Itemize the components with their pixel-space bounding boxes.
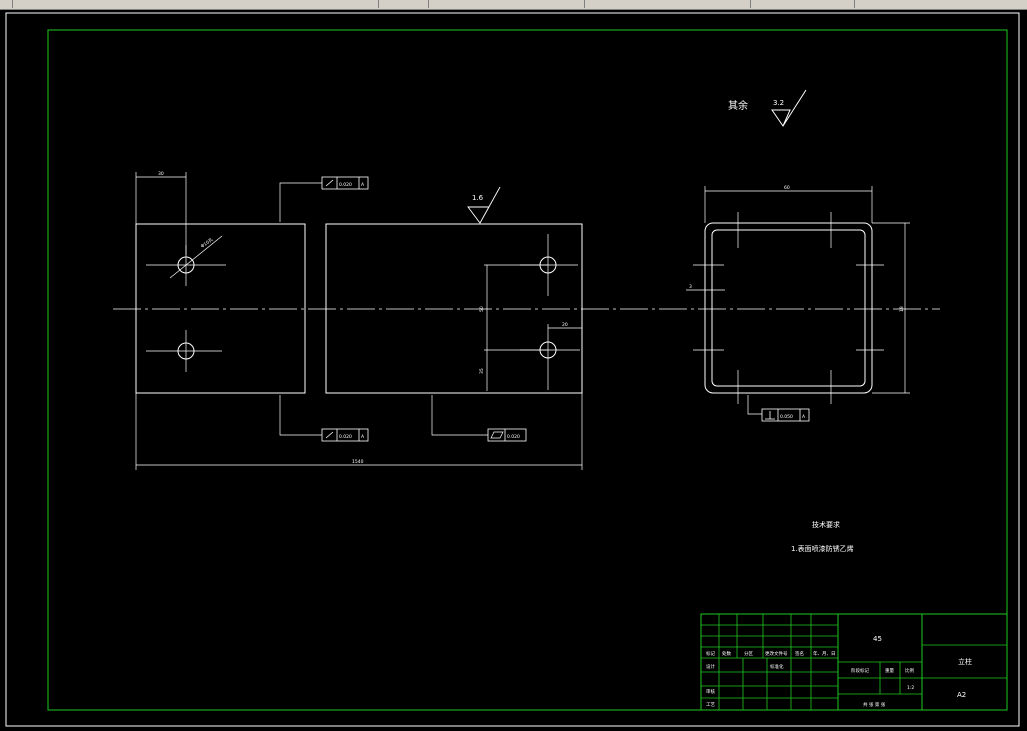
svg-text:A: A: [361, 434, 365, 440]
toolbar-segment[interactable]: [584, 0, 751, 8]
perpendicularity-tolerance: 0.050 A: [761, 408, 810, 422]
svg-text:0.020: 0.020: [507, 434, 520, 440]
toolbar-segment[interactable]: [378, 0, 429, 8]
side-view: 60 18 3 0.050 A: [686, 185, 910, 422]
material-value: 45: [873, 635, 882, 643]
svg-text:Φ10孔: Φ10孔: [199, 236, 215, 250]
svg-text:3.2: 3.2: [773, 99, 784, 107]
toolbar-segment[interactable]: [0, 0, 13, 8]
svg-text:0.020: 0.020: [339, 182, 352, 188]
svg-text:20: 20: [562, 322, 568, 328]
toolbar-segment[interactable]: [428, 0, 585, 8]
svg-text:重量: 重量: [885, 667, 894, 674]
hole: [520, 324, 580, 390]
svg-text:1540: 1540: [352, 459, 364, 465]
svg-text:50: 50: [479, 306, 485, 312]
sheet-border: [5, 12, 1020, 727]
svg-text:设计: 设计: [706, 663, 715, 670]
tech-requirement-item: 1.表面喷漆防锈乙烯: [791, 544, 854, 553]
svg-text:1.6: 1.6: [472, 194, 484, 202]
svg-text:标记: 标记: [706, 650, 715, 657]
roughness-top-mark: 1.6: [467, 186, 501, 224]
toolbar-segment[interactable]: [854, 0, 1027, 8]
tech-requirements-title: 技术要求: [812, 520, 840, 529]
svg-text:处数: 处数: [722, 650, 731, 657]
svg-text:35: 35: [479, 368, 485, 374]
cad-drawing-canvas[interactable]: 其余 3.2: [0, 10, 1027, 731]
svg-text:0.050: 0.050: [780, 414, 793, 420]
svg-text:比例: 比例: [905, 667, 914, 674]
svg-text:阶段标记: 阶段标记: [851, 667, 869, 674]
svg-text:60: 60: [784, 185, 790, 191]
application-toolbar: [0, 0, 1027, 10]
drawing-number: A2: [957, 691, 966, 699]
drawing-frame: [47, 29, 1008, 711]
right-block: [325, 223, 583, 394]
svg-text:18: 18: [899, 306, 905, 312]
left-block: [135, 223, 306, 394]
svg-text:分区: 分区: [744, 650, 753, 657]
scale-value: 1:2: [907, 685, 914, 691]
svg-text:标准化: 标准化: [770, 663, 784, 670]
svg-text:A: A: [361, 182, 365, 188]
svg-text:3: 3: [689, 284, 692, 290]
flatness-tolerance: 0.020: [431, 395, 527, 442]
svg-text:0.020: 0.020: [339, 434, 352, 440]
svg-text:A: A: [802, 414, 806, 420]
svg-text:审核: 审核: [706, 688, 715, 695]
front-view: Φ10孔 30 1540 50 35 20 1.6 0.020: [113, 171, 940, 470]
svg-text:30: 30: [158, 171, 164, 177]
parallelism-tolerance-bottom: 0.020 A: [279, 395, 369, 442]
svg-text:年、月、日: 年、月、日: [813, 650, 836, 657]
hole: [146, 330, 222, 372]
toolbar-segment[interactable]: [750, 0, 855, 8]
svg-text:其余: 其余: [728, 99, 748, 112]
svg-text:签名: 签名: [795, 650, 804, 657]
parallelism-tolerance-top: 0.020 A: [279, 176, 369, 222]
svg-text:更改文件号: 更改文件号: [765, 650, 788, 657]
svg-text:共 张 第 张: 共 张 第 张: [863, 701, 886, 708]
title-block: 标记 处数 分区 更改文件号 签名 年、月、日 设计 标准化 审核 工艺 阶段标…: [700, 613, 1008, 711]
roughness-rest-mark: 其余 3.2: [728, 89, 807, 128]
cad-drawing: 其余 3.2: [5, 12, 1020, 727]
toolbar-segment[interactable]: [12, 0, 379, 8]
part-name: 立柱: [958, 657, 972, 666]
svg-text:工艺: 工艺: [706, 702, 715, 708]
